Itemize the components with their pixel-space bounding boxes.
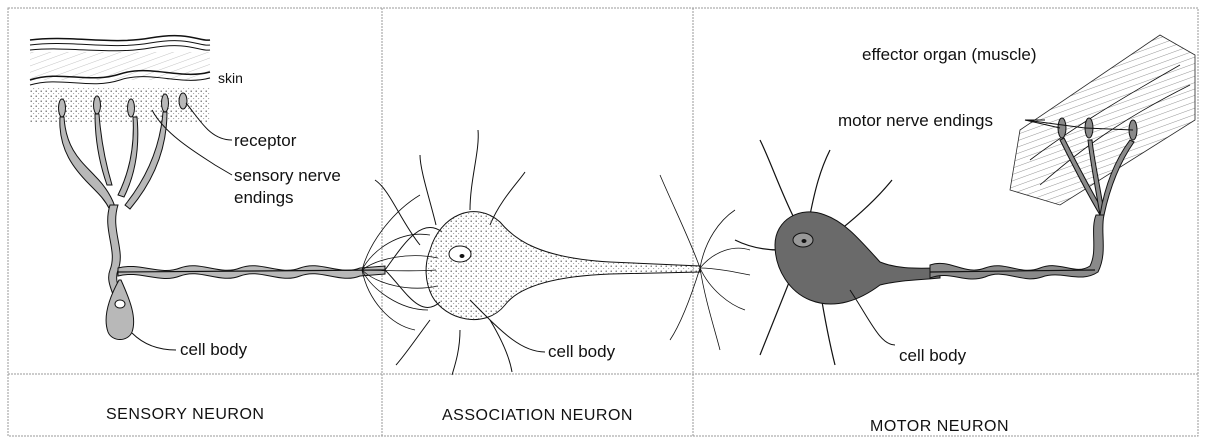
motor-neuron-title: MOTOR NEURON (870, 418, 1009, 436)
receptor-label: receptor (234, 131, 296, 151)
sensory-nerve-endings-label-line1: sensory nerve (234, 166, 341, 186)
skin-label: skin (218, 68, 243, 88)
sensory-neuron-title: SENSORY NEURON (106, 406, 264, 424)
association-cell-body-label: cell body (548, 342, 615, 362)
motor-cell-body-label: cell body (899, 346, 966, 366)
motor-axon (930, 215, 1104, 279)
sensory-cell-body (106, 280, 134, 340)
sensory-cell-body-label: cell body (180, 340, 247, 360)
sensory-nerve-endings (60, 112, 167, 312)
sensory-axon (118, 266, 385, 279)
motor-nerve-endings-label: motor nerve endings (838, 111, 993, 131)
sensory-leader-lines (132, 103, 232, 350)
association-axon-terminals (660, 175, 750, 350)
skin-drawing (30, 36, 210, 123)
motor-cell-body (775, 212, 940, 304)
association-cell-body (426, 212, 700, 320)
effector-organ-label: effector organ (muscle) (862, 45, 1036, 65)
sensory-nerve-endings-label-line2: endings (234, 188, 294, 208)
association-neuron-title: ASSOCIATION NEURON (442, 407, 633, 425)
